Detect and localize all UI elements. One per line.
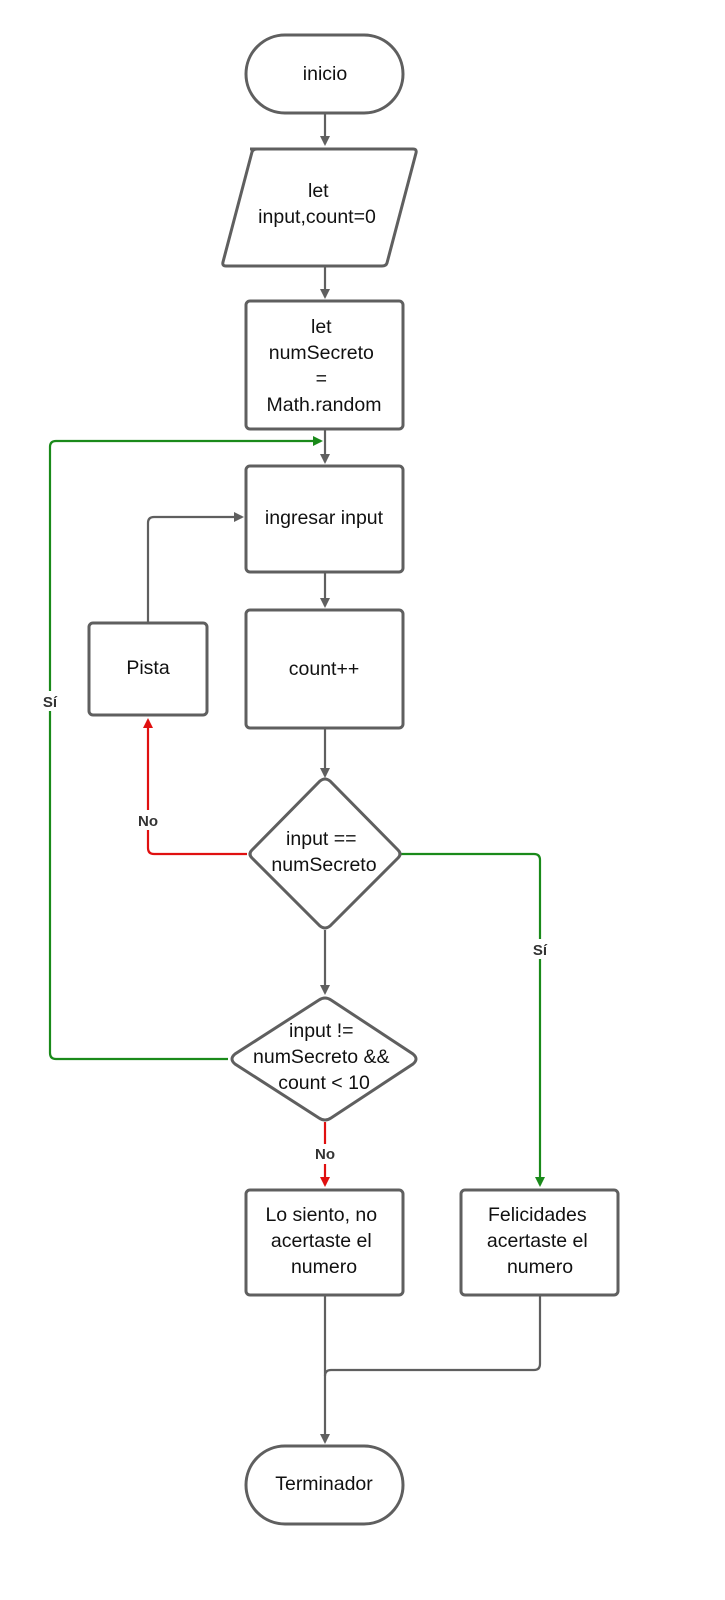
edge-label-no-fail: No [315,1146,335,1163]
process-shape-success [459,1188,620,1297]
process-shape-count [244,608,405,730]
node-pista: Pista [87,621,209,717]
node-line: count < 10 [278,1072,370,1094]
process-shape-fail [244,1188,405,1297]
node-line: input == [286,828,356,850]
node-line: let [311,316,332,338]
node-line: input,count=0 [258,206,376,228]
node-check2: input != numSecreto && count < 10 [230,996,418,1122]
process-shape-pista [87,621,209,717]
decision-shape-check1 [248,777,402,930]
node-text-inicio: inicio [303,63,348,85]
connectors [48,113,545,1444]
node-fail: Lo siento, no acertaste el numero [244,1188,405,1297]
edge-check1-success [401,852,545,1187]
edge-labels: No Sí Sí No [38,691,552,1164]
node-line: numSecreto [269,342,374,364]
parallelogram-shape-declare [221,147,418,268]
node-line: numero [291,1256,357,1278]
node-line: Felicidades [488,1204,587,1226]
label-bg-no-fail [310,1144,340,1164]
node-end: Terminador [244,1444,405,1526]
node-line: count++ [289,658,359,680]
node-text-secret: let numSecreto = Math.random [267,316,382,416]
node-line: acertaste el [487,1230,588,1252]
process-shape-secret [244,299,405,431]
label-bg-yes-loop [38,691,62,711]
process-shape-ingresar [244,464,405,574]
edge-pista-ingresar [146,512,244,623]
node-line: numSecreto && [253,1046,390,1068]
node-text-pista: Pista [126,657,170,679]
node-secret: let numSecreto = Math.random [244,299,405,431]
edge-label-yes-success: Sí [533,942,548,959]
node-line: acertaste el [271,1230,372,1252]
node-line: = [316,368,327,390]
edge-check2-loop [48,436,323,1061]
node-line: input != [289,1020,354,1042]
decision-shape-check2 [230,996,418,1122]
edge-check1-pista [143,718,247,856]
node-line: Math.random [267,394,382,416]
node-text-end: Terminador [275,1473,373,1495]
node-success: Felicidades acertaste el numero [459,1188,620,1297]
node-line: Pista [126,657,170,679]
node-line: let [308,180,329,202]
node-declare: let input,count=0 [221,147,418,268]
node-count: count++ [244,608,405,730]
node-inicio: inicio [244,33,405,115]
edge-success-end [323,1295,542,1377]
edge-label-yes-loop: Sí [43,694,58,711]
terminator-shape-inicio [244,33,405,115]
node-text-fail: Lo siento, no acertaste el numero [265,1204,382,1278]
node-line: Terminador [275,1473,373,1495]
node-text-ingresar: ingresar input [265,507,384,529]
node-text-declare: let input,count=0 [258,180,376,228]
node-line: inicio [303,63,348,85]
node-line: Lo siento, no [265,1204,377,1226]
edge-label-no-pista: No [138,813,158,830]
label-bg-yes-success [528,939,552,959]
node-text-check1: input == numSecreto [271,828,376,876]
node-text-success: Felicidades acertaste el numero [487,1204,593,1278]
terminator-shape-end [244,1444,405,1526]
label-bg-no-pista [135,810,163,830]
node-check1: input == numSecreto [248,777,402,930]
node-line: numSecreto [271,854,376,876]
node-line: ingresar input [265,507,384,529]
node-ingresar: ingresar input [244,464,405,574]
node-text-count: count++ [289,658,359,680]
node-text-check2: input != numSecreto && count < 10 [253,1020,395,1094]
node-line: numero [507,1256,573,1278]
